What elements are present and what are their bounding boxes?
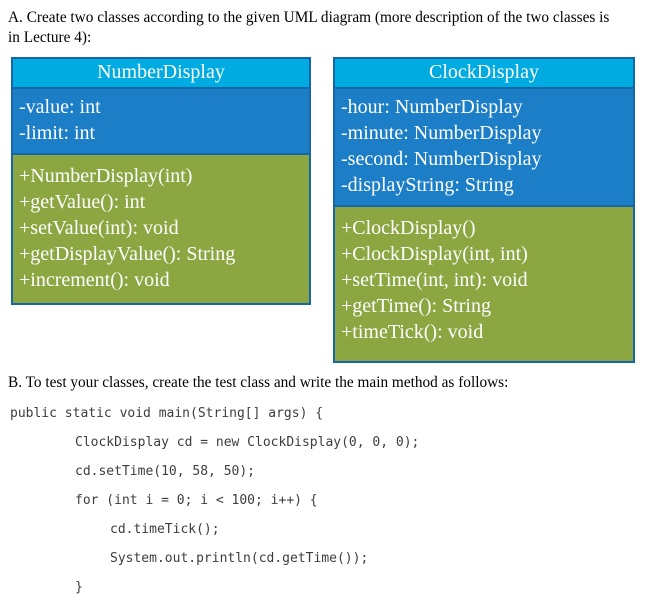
- code-line: }: [75, 580, 83, 595]
- code-block: public static void main(String[] args) {…: [0, 399, 667, 610]
- clockdisplay-fields-section: -hour: NumberDisplay -minute: NumberDisp…: [335, 89, 633, 207]
- field-row: -value: int: [19, 96, 101, 118]
- numberdisplay-methods-section: +NumberDisplay(int) +getValue(): int +se…: [13, 155, 309, 303]
- class-box-clockdisplay: ClockDisplay -hour: NumberDisplay -minut…: [333, 57, 635, 363]
- code-line: cd.timeTick();: [110, 522, 220, 537]
- code-line: cd.setTime(10, 58, 50);: [75, 464, 256, 479]
- field-row: -displayString: String: [341, 174, 514, 196]
- field-row: -minute: NumberDisplay: [341, 122, 542, 144]
- code-line: ClockDisplay cd = new ClockDisplay(0, 0,…: [75, 435, 420, 450]
- field-row: -second: NumberDisplay: [341, 148, 542, 170]
- method-row: +timeTick(): void: [341, 321, 484, 343]
- method-row: +getValue(): int: [19, 191, 146, 213]
- class-name-clockdisplay: ClockDisplay: [335, 59, 633, 89]
- method-row: +getTime(): String: [341, 295, 491, 317]
- class-name-numberdisplay: NumberDisplay: [13, 59, 309, 89]
- method-row: +ClockDisplay(): [341, 217, 476, 239]
- class-box-numberdisplay: NumberDisplay -value: int -limit: int +N…: [11, 57, 311, 305]
- method-row: +setTime(int, int): void: [341, 269, 528, 291]
- method-row: +setValue(int): void: [19, 217, 179, 239]
- field-row: -limit: int: [19, 122, 96, 144]
- method-row: +getDisplayValue(): String: [19, 243, 236, 265]
- clockdisplay-methods-section: +ClockDisplay() +ClockDisplay(int, int) …: [335, 207, 633, 361]
- method-row: +ClockDisplay(int, int): [341, 243, 528, 265]
- section-b-text: B. To test your classes, create the test…: [8, 374, 509, 391]
- numberdisplay-fields-section: -value: int -limit: int: [13, 89, 309, 155]
- section-a-text: A. Create two classes according to the g…: [8, 9, 610, 46]
- method-row: +increment(): void: [19, 269, 170, 291]
- code-line: }: [45, 602, 667, 610]
- field-row: -hour: NumberDisplay: [341, 96, 523, 118]
- code-line: for (int i = 0; i < 100; i++) {: [75, 493, 318, 508]
- code-line: public static void main(String[] args) {: [10, 406, 324, 421]
- code-line: System.out.println(cd.getTime());: [110, 551, 369, 566]
- method-row: +NumberDisplay(int): [19, 165, 193, 187]
